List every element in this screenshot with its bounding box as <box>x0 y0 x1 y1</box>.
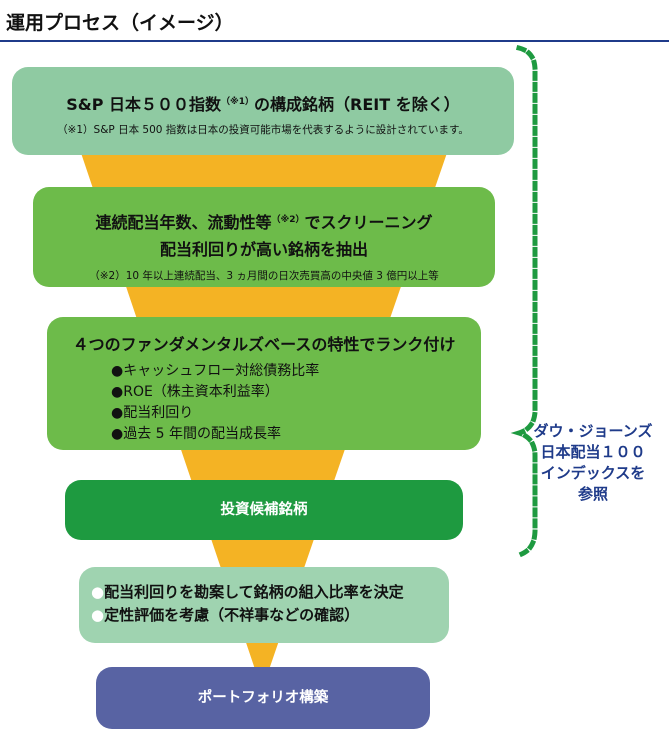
side-label-line: 参照 <box>577 485 608 503</box>
step-3-ranking: ４つのファンダメンタルズベースの特性でランク付け ●キャッシュフロー対総債務比率… <box>47 317 481 450</box>
step-5-item: ●配当利回りを勘案して銘柄の組入比率を決定 <box>91 581 449 604</box>
side-label-line: ダウ・ジョーンズ <box>533 422 653 440</box>
step-1-title-post: の構成銘柄（REIT を除く） <box>254 95 460 114</box>
step-5-weighting: ●配当利回りを勘案して銘柄の組入比率を決定 ●定性評価を考慮（不祥事などの確認） <box>79 567 449 643</box>
side-label: ダウ・ジョーンズ 日本配当１００ インデックスを 参照 <box>517 421 669 505</box>
step-4-candidates: 投資候補銘柄 <box>65 480 463 540</box>
step-1-title: S&P 日本５００指数（※1）の構成銘柄（REIT を除く） <box>12 91 514 115</box>
bullet-icon: ● <box>91 606 105 624</box>
step-2-screening: 連続配当年数、流動性等（※2）でスクリーニング 配当利回りが高い銘柄を抽出 （※… <box>33 187 495 287</box>
step-1-footnote-mark: （※1） <box>221 97 255 107</box>
bullet-icon: ● <box>91 583 105 601</box>
step-1-title-pre: S&P 日本５００指数 <box>66 95 222 114</box>
step-6-title: ポートフォリオ構築 <box>197 690 329 706</box>
step-3-criteria-list: ●キャッシュフロー対総債務比率 ●ROE（株主資本利益率） ●配当利回り ●過去… <box>47 361 481 445</box>
bracket-path <box>510 44 538 559</box>
criteria-item: ●ROE（株主資本利益率） <box>111 384 279 400</box>
step-5-item: ●定性評価を考慮（不祥事などの確認） <box>91 604 449 627</box>
step-4-title: 投資候補銘柄 <box>220 502 308 518</box>
step-6-portfolio: ポートフォリオ構築 <box>96 667 430 729</box>
side-label-line: 日本配当１００ <box>540 443 646 461</box>
step-3-title: ４つのファンダメンタルズベースの特性でランク付け <box>72 335 456 354</box>
page-title: 運用プロセス（イメージ） <box>6 12 234 34</box>
step-1-universe: S&P 日本５００指数（※1）の構成銘柄（REIT を除く） （※1）S&P 日… <box>12 67 514 155</box>
criteria-item: ●配当利回り <box>111 405 194 421</box>
step-2-note: （※2）10 年以上連続配当、3 ヵ月間の日次売買高の中央値 3 億円以上等 <box>89 270 439 282</box>
title-rule <box>0 40 669 42</box>
step-2-title-post: でスクリーニング <box>304 213 433 232</box>
step-5-item-text: 定性評価を考慮（不祥事などの確認） <box>104 606 360 624</box>
criteria-item: ●キャッシュフロー対総債務比率 <box>111 363 320 379</box>
step-5-list: ●配当利回りを勘案して銘柄の組入比率を決定 ●定性評価を考慮（不祥事などの確認） <box>79 567 449 627</box>
step-2-title-pre: 連続配当年数、流動性等 <box>95 213 272 232</box>
step-2-footnote-mark: （※2） <box>271 215 305 225</box>
step-2-subtitle: 配当利回りが高い銘柄を抽出 <box>159 240 368 259</box>
step-5-item-text: 配当利回りを勘案して銘柄の組入比率を決定 <box>104 583 404 601</box>
criteria-item: ●過去 5 年間の配当成長率 <box>111 426 282 442</box>
side-label-line: インデックスを <box>540 464 646 482</box>
step-1-note: （※1）S&P 日本 500 指数は日本の投資可能市場を代表するように設計されて… <box>57 124 469 136</box>
step-2-title: 連続配当年数、流動性等（※2）でスクリーニング <box>33 209 495 233</box>
